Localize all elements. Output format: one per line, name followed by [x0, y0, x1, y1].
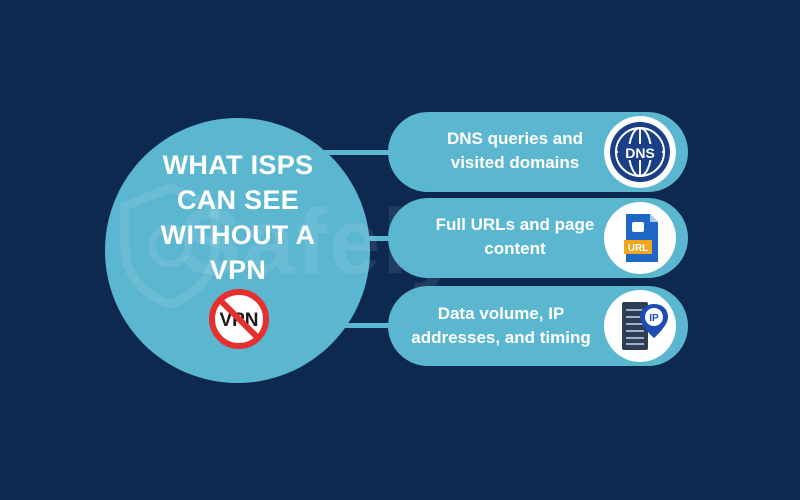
- connector-line-1: [300, 150, 410, 155]
- dns-globe-icon: DNS: [610, 122, 670, 182]
- item-dns-icon-holder: DNS: [604, 116, 676, 188]
- connector-line-2: [340, 236, 410, 241]
- connector-line-3: [300, 323, 410, 328]
- item-urls-icon-holder: URL: [604, 202, 676, 274]
- svg-text:URL: URL: [628, 243, 649, 254]
- item-data-label: Data volume, IP addresses, and timing: [411, 304, 591, 347]
- svg-text:IP: IP: [649, 313, 659, 324]
- item-urls-label: Full URLs and page content: [435, 215, 595, 258]
- diagram-title: WHAT ISPS CAN SEE WITHOUT A VPN: [160, 150, 316, 285]
- item-data-icon-holder: IP: [604, 290, 676, 362]
- url-file-icon: URL: [624, 214, 658, 262]
- item-dns-label: DNS queries and visited domains: [446, 129, 584, 172]
- svg-text:DNS: DNS: [625, 145, 655, 161]
- no-vpn-icon: VPN: [209, 289, 269, 349]
- watermark-shield-icon: [120, 183, 220, 309]
- server-ip-icon: IP: [622, 302, 668, 350]
